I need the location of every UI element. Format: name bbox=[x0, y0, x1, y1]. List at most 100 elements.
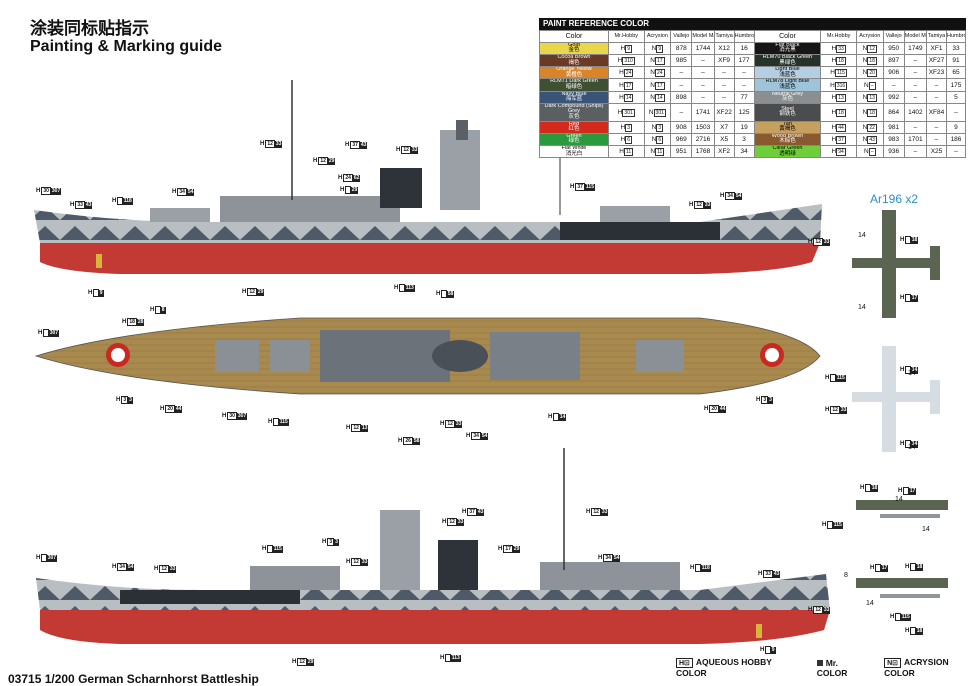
color-callout: H 58 bbox=[436, 290, 455, 298]
color-callout: H 29 bbox=[340, 186, 359, 194]
paint-code: XF23 bbox=[925, 66, 947, 80]
paint-code: – bbox=[713, 90, 735, 104]
paint-col-6: Humbrol bbox=[945, 30, 967, 43]
legend-acrysion: N⊡ACRYSION COLOR bbox=[884, 657, 949, 678]
aircraft-drawings bbox=[852, 210, 948, 598]
paint-code: 186 bbox=[945, 132, 967, 146]
paint-code: XF1 bbox=[925, 41, 947, 56]
paint-code: – bbox=[691, 66, 715, 80]
color-callout: H 9 bbox=[88, 289, 104, 297]
paint-code: – bbox=[925, 120, 947, 134]
side-view-port bbox=[36, 448, 830, 644]
paint-col-1: Mr.Hobby bbox=[820, 30, 857, 43]
paint-code: 983 bbox=[882, 132, 905, 146]
paint-col-2: Acrysion bbox=[643, 30, 672, 43]
paint-code: X25 bbox=[925, 144, 947, 159]
paint-code: – bbox=[903, 54, 927, 68]
paint-code: 125 bbox=[733, 102, 755, 122]
paint-code: 864 bbox=[882, 102, 905, 122]
color-callout: H 17 bbox=[870, 564, 889, 572]
paint-code: 950 bbox=[882, 41, 905, 56]
color-callout: H 17 bbox=[900, 294, 919, 302]
paint-code: – bbox=[882, 78, 905, 92]
paint-code: – bbox=[925, 132, 947, 146]
color-callout: H 18 bbox=[905, 563, 924, 571]
color-callout: H 14 bbox=[548, 413, 567, 421]
paint-code: 878 bbox=[670, 41, 693, 56]
paint-code: 992 bbox=[882, 90, 905, 104]
paint-code: 908 bbox=[670, 120, 693, 134]
paint-code: – bbox=[691, 78, 715, 92]
aircraft-number: 14 bbox=[908, 370, 916, 377]
aircraft-number: 14 bbox=[866, 600, 874, 607]
paint-code: – bbox=[670, 78, 693, 92]
paint-code: 1768 bbox=[691, 144, 715, 159]
paint-code: – bbox=[945, 102, 967, 122]
paint-code: – bbox=[903, 144, 927, 159]
color-callout: H 18 bbox=[860, 484, 879, 492]
color-callout: H 17 bbox=[898, 487, 917, 495]
paint-col-6: Humbrol bbox=[733, 30, 755, 43]
paint-code: XF9 bbox=[713, 54, 735, 68]
paint-code: 1744 bbox=[691, 41, 715, 56]
paint-code: – bbox=[670, 66, 693, 80]
color-callout: H 115 bbox=[262, 545, 283, 553]
legend-aqueous: H⊡AQUEOUS HOBBY COLOR bbox=[676, 657, 772, 678]
paint-code: – bbox=[713, 66, 735, 80]
aircraft-number: 14 bbox=[895, 496, 903, 503]
paint-code: 981 bbox=[882, 120, 905, 134]
paint-code: 1701 bbox=[903, 132, 927, 146]
aircraft-number: 14 bbox=[858, 304, 866, 311]
paint-code: 898 bbox=[670, 90, 693, 104]
paint-code: N– bbox=[855, 78, 884, 92]
paint-code: XF22 bbox=[713, 102, 735, 122]
paint-code: 897 bbox=[882, 54, 905, 68]
hull-red-bottom bbox=[40, 610, 830, 644]
paint-code: – bbox=[925, 78, 947, 92]
paint-code: 936 bbox=[882, 144, 905, 159]
color-callout: H 14 bbox=[900, 440, 919, 448]
title-chinese: 涂装同标贴指示 bbox=[30, 19, 149, 39]
